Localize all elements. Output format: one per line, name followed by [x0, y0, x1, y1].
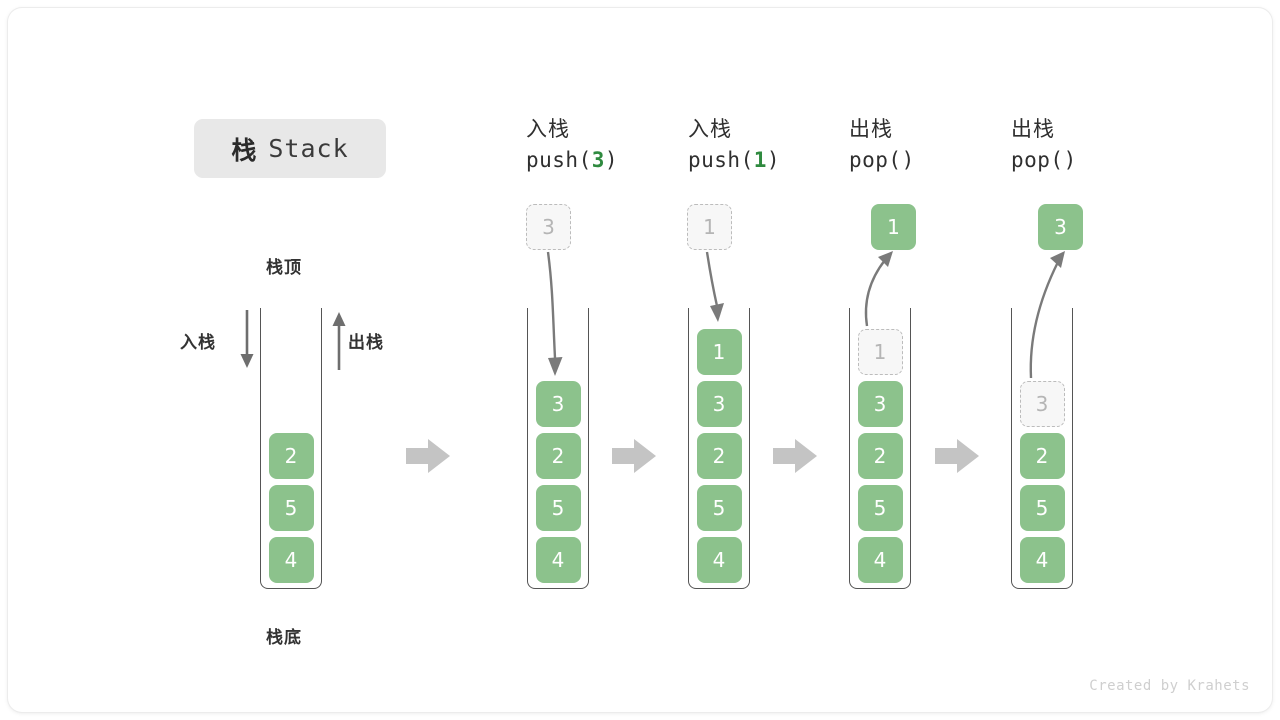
floating-popped-cell: 3 — [1038, 204, 1083, 250]
stack-cell: 2 — [696, 433, 742, 479]
floating-ghost-cell: 1 — [687, 204, 732, 250]
heading-code: pop() — [849, 148, 915, 173]
stack-cell: 4 — [535, 537, 581, 583]
label-stack-bottom: 栈底 — [266, 628, 302, 647]
heading-code: pop() — [1011, 148, 1077, 173]
pop-motion-arrow — [864, 251, 893, 327]
title-cn: 栈 — [231, 136, 258, 165]
stack-cell: 2 — [1019, 433, 1065, 479]
label-stack-top: 栈顶 — [266, 258, 302, 277]
stack-cell: 5 — [857, 485, 903, 531]
column-heading-push-1: 入栈 push(1) — [688, 115, 780, 176]
step-arrow-icon — [406, 439, 450, 473]
footer-credit: Created by Krahets — [1089, 678, 1250, 694]
stack-cell: 3 — [857, 381, 903, 427]
stack-cell: 5 — [535, 485, 581, 531]
column-heading-pop-1: 出栈 pop() — [849, 115, 915, 176]
floating-popped-cell: 1 — [871, 204, 916, 250]
stack-cell: 5 — [696, 485, 742, 531]
stack-container-push-3: 3 2 5 4 — [527, 308, 589, 589]
push-motion-arrow — [705, 251, 724, 322]
stack-container-initial: 2 5 4 — [260, 308, 322, 589]
pop-motion-arrow — [1029, 251, 1065, 379]
pop-direction-arrow — [332, 312, 346, 370]
stack-cell: 3 — [696, 381, 742, 427]
stack-cell-vacated: 3 — [1019, 381, 1065, 427]
stack-cell: 4 — [1019, 537, 1065, 583]
step-arrow-icon — [773, 439, 817, 473]
stack-cell: 3 — [535, 381, 581, 427]
label-pop: 出栈 — [348, 333, 384, 352]
stack-container-push-1: 1 3 2 5 4 — [688, 308, 750, 589]
heading-code: push(1) — [688, 148, 781, 173]
column-heading-push-3: 入栈 push(3) — [526, 115, 618, 176]
stack-cell-vacated: 1 — [857, 329, 903, 375]
stack-container-pop-3: 3 2 5 4 — [1011, 308, 1073, 589]
heading-cn: 入栈 — [526, 118, 570, 141]
step-arrow-icon — [935, 439, 979, 473]
diagram-card: 栈 Stack 栈顶 栈底 入栈 出栈 2 5 4 入栈 push(3) 3 3… — [8, 8, 1272, 712]
stack-cell: 2 — [535, 433, 581, 479]
push-motion-arrow — [546, 251, 563, 376]
stack-cell: 4 — [696, 537, 742, 583]
stack-cell: 5 — [1019, 485, 1065, 531]
heading-cn: 出栈 — [1011, 118, 1055, 141]
title-en: Stack — [268, 134, 349, 163]
stack-cell: 1 — [696, 329, 742, 375]
stack-container-pop-1: 1 3 2 5 4 — [849, 308, 911, 589]
stack-cell: 2 — [857, 433, 903, 479]
heading-cn: 出栈 — [849, 118, 893, 141]
title-badge: 栈 Stack — [194, 119, 386, 178]
floating-ghost-cell: 3 — [526, 204, 571, 250]
heading-code: push(3) — [526, 148, 619, 173]
stack-cell: 5 — [268, 485, 314, 531]
stack-cell: 2 — [268, 433, 314, 479]
column-heading-pop-3: 出栈 pop() — [1011, 115, 1077, 176]
heading-cn: 入栈 — [688, 118, 732, 141]
label-push: 入栈 — [180, 333, 216, 352]
step-arrow-icon — [612, 439, 656, 473]
stack-cell: 4 — [268, 537, 314, 583]
push-direction-arrow — [240, 310, 254, 368]
stack-cell: 4 — [857, 537, 903, 583]
